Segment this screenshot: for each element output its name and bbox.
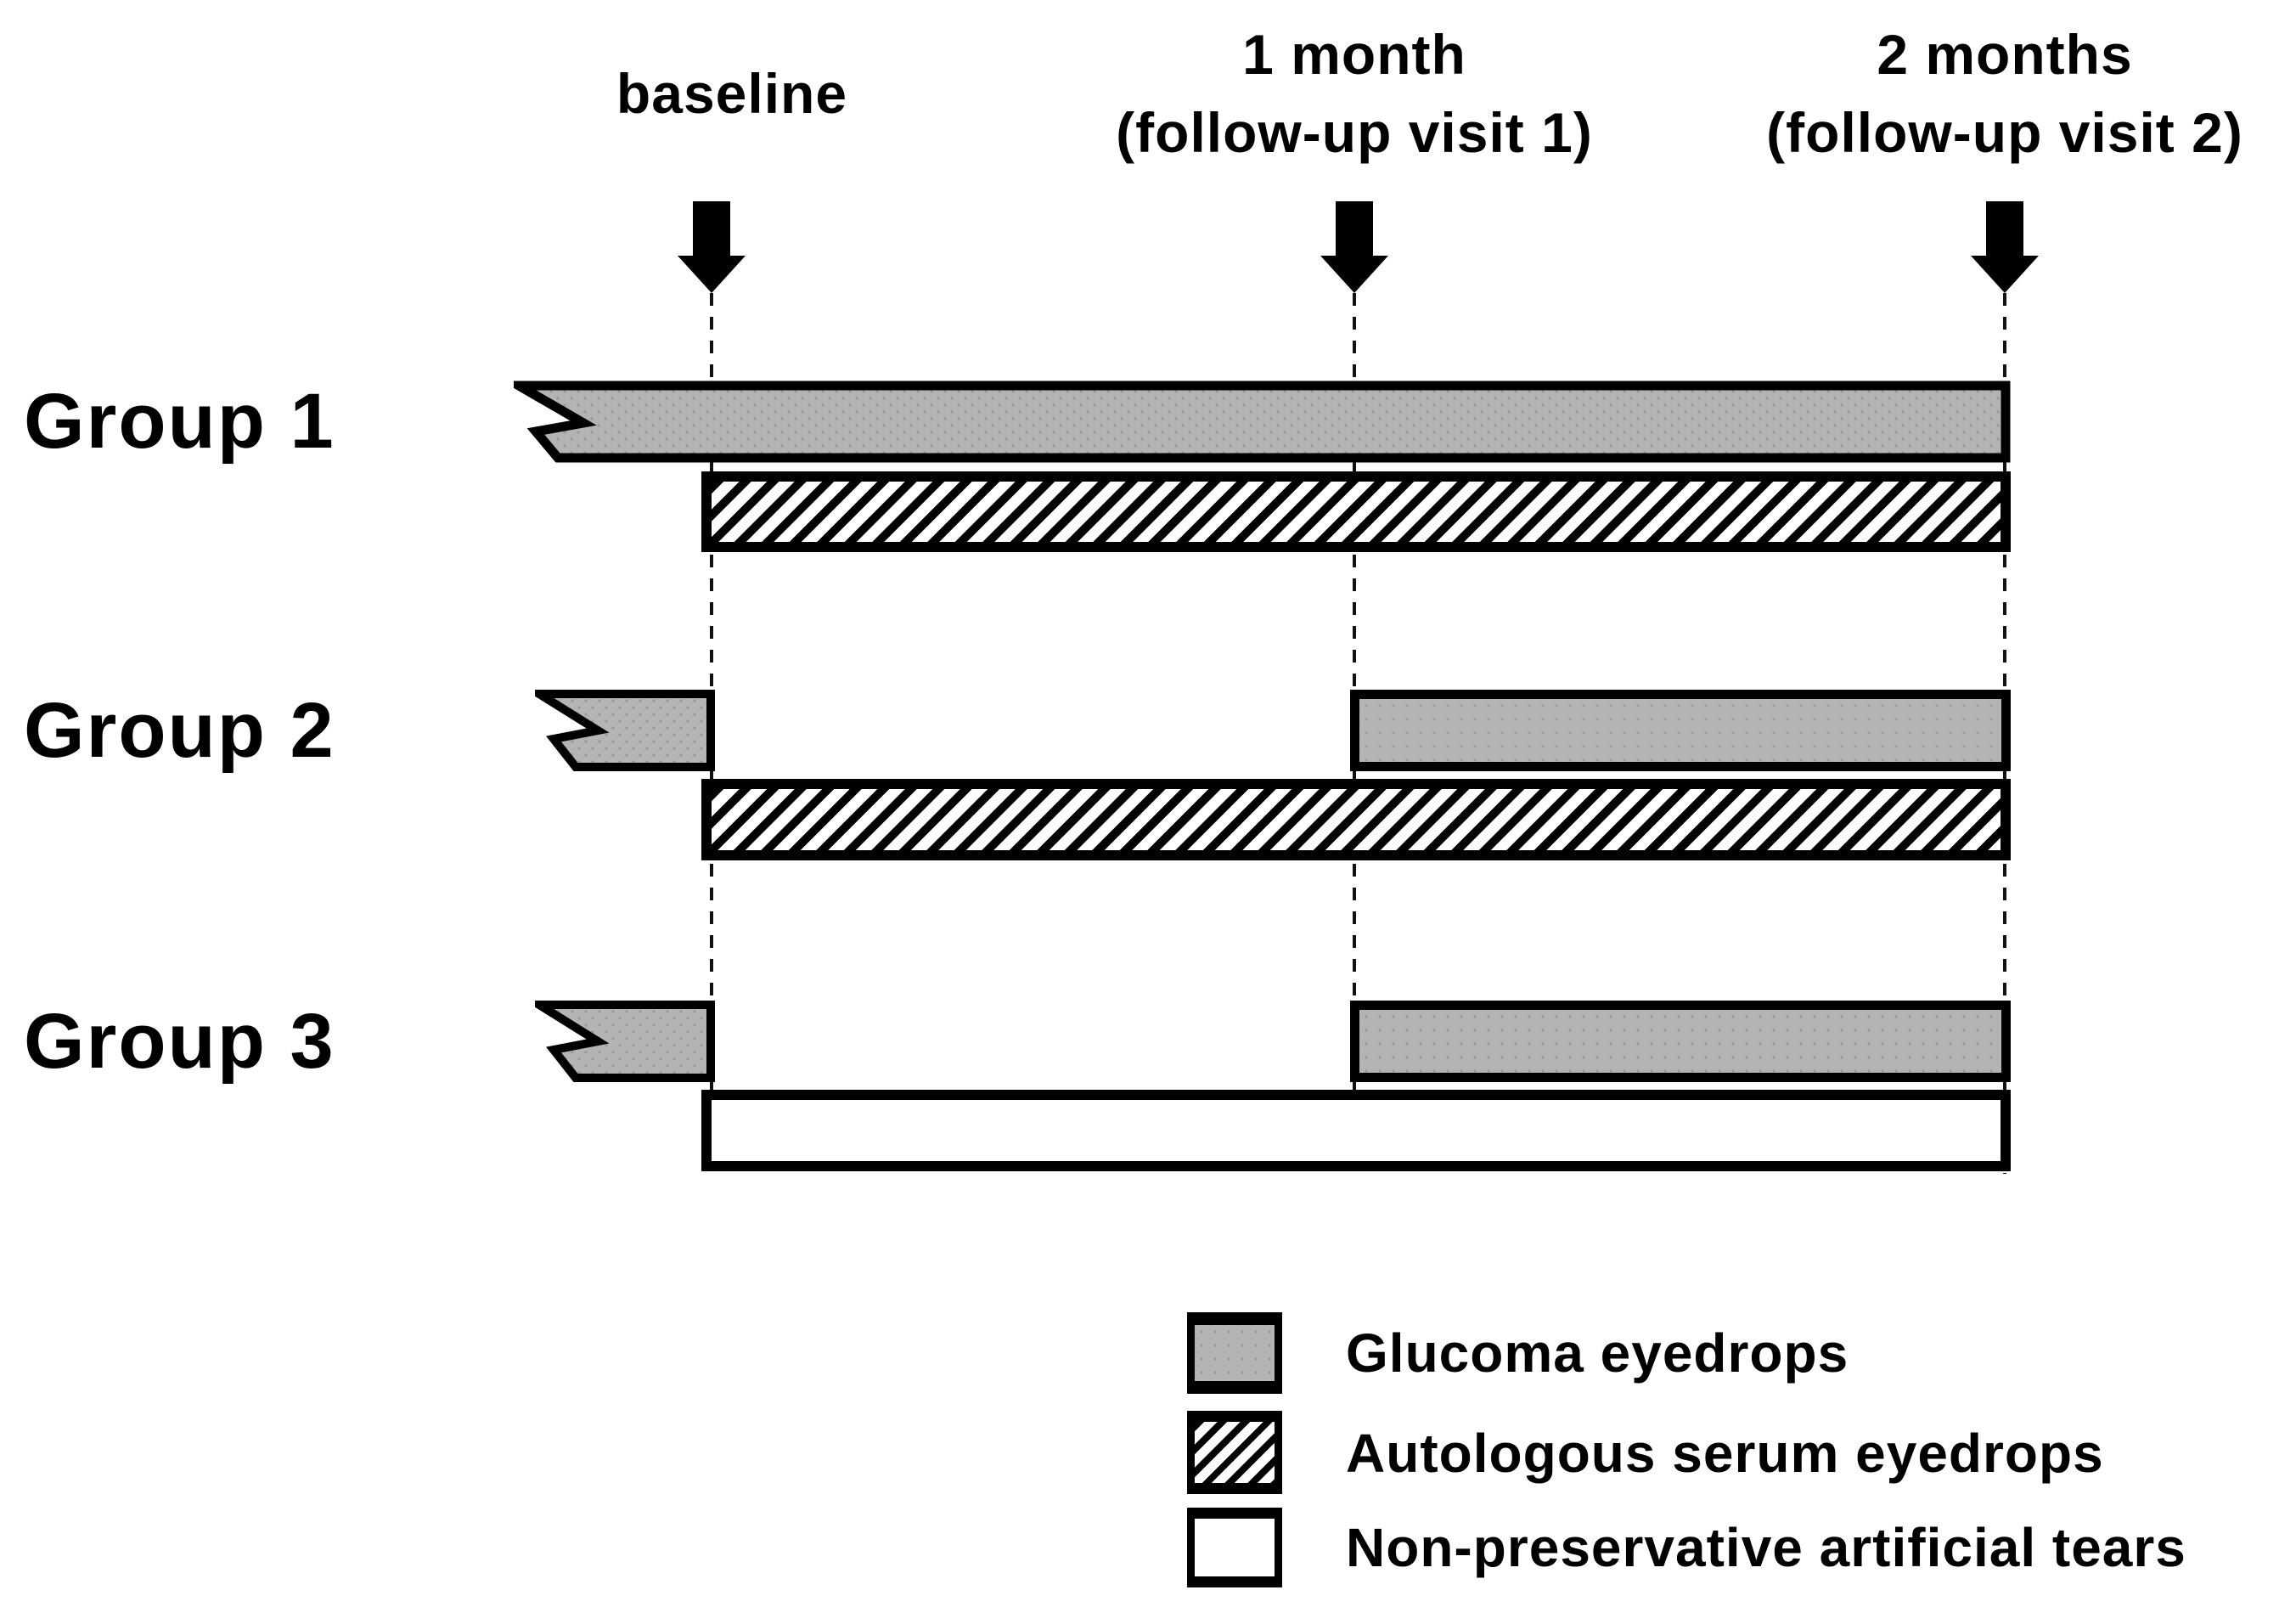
timepoint-label-month2: 2 months (follow-up visit 2) xyxy=(1682,15,2296,172)
group1-label: Group 1 xyxy=(24,378,335,465)
group3-artificial-tears-bar xyxy=(701,1090,2011,1171)
down-arrow-icon-baseline xyxy=(678,201,746,293)
group2-label: Group 2 xyxy=(24,687,335,774)
timepoint-label-month1: 1 month (follow-up visit 1) xyxy=(1032,15,1677,172)
timepoint-month1-line2: (follow-up visit 1) xyxy=(1116,101,1593,164)
down-arrow-icon-month2 xyxy=(1971,201,2039,293)
group3-glaucoma-stub-bar xyxy=(535,1001,715,1082)
timepoint-month2-line1: 2 months xyxy=(1877,23,2133,86)
serum-hatch-swatch xyxy=(1187,1411,1282,1494)
group2-glaucoma-stub-bar xyxy=(535,690,715,771)
legend-label-artificial: Non-preservative artificial tears xyxy=(1346,1517,2186,1578)
group3-label: Group 3 xyxy=(24,998,335,1085)
legend-label-serum: Autologous serum eyedrops xyxy=(1346,1423,2104,1484)
timepoint-label-baseline: baseline xyxy=(409,54,1055,133)
group2-glaucoma-resume-bar xyxy=(1350,690,2011,771)
group1-serum-bar xyxy=(701,471,2011,552)
timepoint-baseline-line1: baseline xyxy=(616,62,848,125)
down-arrow-icon-month1 xyxy=(1320,201,1388,293)
timepoint-month1-line1: 1 month xyxy=(1242,23,1466,86)
timepoint-month2-line2: (follow-up visit 2) xyxy=(1766,101,2243,164)
group3-glaucoma-resume-bar xyxy=(1350,1001,2011,1082)
legend-label-glaucoma: Glucoma eyedrops xyxy=(1346,1322,1849,1384)
group2-serum-bar xyxy=(701,779,2011,860)
glaucoma-gray-swatch xyxy=(1187,1312,1282,1394)
group1-glaucoma-bar xyxy=(514,381,2011,463)
artificial-white-swatch xyxy=(1187,1508,1282,1587)
